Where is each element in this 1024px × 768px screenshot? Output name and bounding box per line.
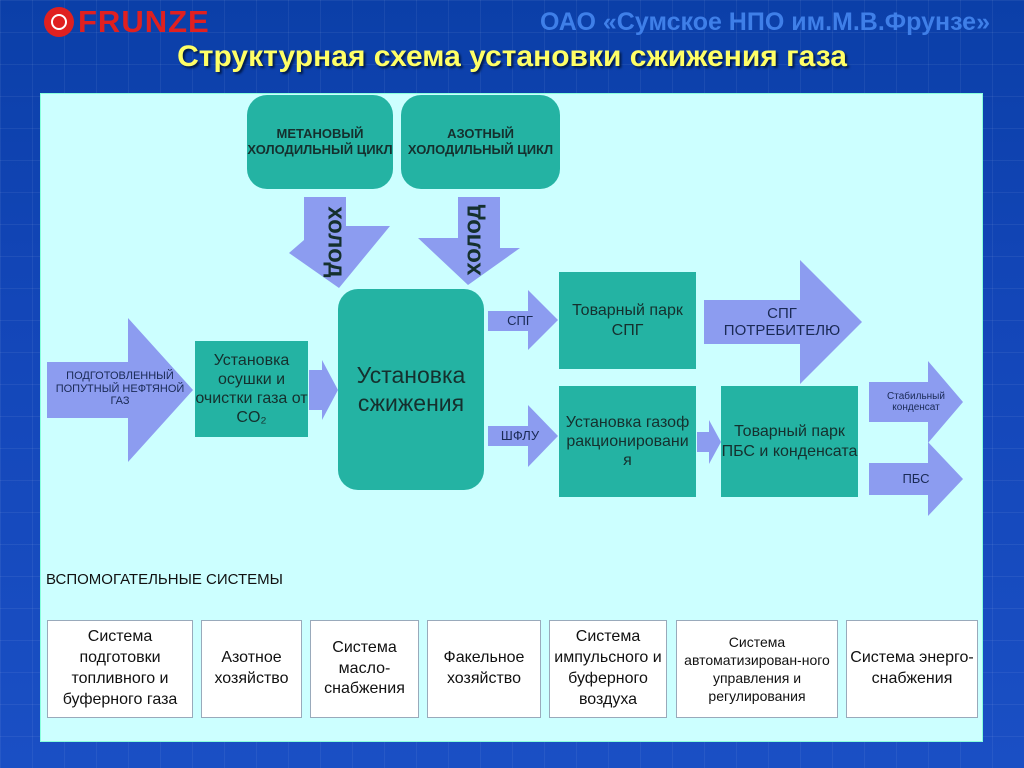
drying-to-liquefaction-arrow xyxy=(309,360,338,420)
spg-arrow-shape xyxy=(488,290,558,350)
logo-text: FRUNZE xyxy=(78,4,210,39)
consumer-arrow-shape xyxy=(704,260,862,384)
fractionation-to-park-arrow xyxy=(697,420,721,464)
aux-automation-system: Система автоматизирован-ного управления … xyxy=(676,620,838,718)
aux-systems-heading: ВСПОМОГАТЕЛЬНЫЕ СИСТЕМЫ xyxy=(46,571,283,588)
input-arrow-shape xyxy=(47,318,193,462)
shflu-arrow-label: ШФЛУ xyxy=(500,427,540,443)
fractionation-unit-box: Установка газофракционирования xyxy=(559,386,696,497)
nitrogen-cold-arrow xyxy=(418,197,520,285)
pbs-arrow-shape xyxy=(869,442,963,516)
pbs-arrow-label: ПБС xyxy=(902,470,930,486)
aux-oil-supply-system: Система масло-снабжения xyxy=(310,620,419,718)
stable-condensate-arrow-label: Стабильный конденсат xyxy=(887,390,945,414)
aux-fuel-gas-system: Система подготовки топливного и буферног… xyxy=(47,620,193,718)
frunze-logo: FRUNZE xyxy=(44,4,210,39)
frunze-logo-icon xyxy=(44,7,74,37)
input-arrow-label: ПОДГОТОВЛЕННЫЙ ПОПУТНЫЙ НЕФТЯНОЙ ГАЗ xyxy=(55,370,185,408)
methane-cold-label: холод xyxy=(322,206,350,278)
consumer-arrow-label: СПГ ПОТРЕБИТЕЛЮ xyxy=(723,304,841,339)
pbs-park-box: Товарный парк ПБС и конденсата xyxy=(721,386,858,497)
nitrogen-cycle-box: АЗОТНЫЙ ХОЛОДИЛЬНЫЙ ЦИКЛ xyxy=(401,95,560,189)
methane-cycle-box: МЕТАНОВЫЙ ХОЛОДИЛЬНЫЙ ЦИКЛ xyxy=(247,95,393,189)
aux-power-supply-system: Система энерго-снабжения xyxy=(846,620,978,718)
shflu-arrow-shape xyxy=(488,405,558,467)
nitrogen-cold-label: холод xyxy=(459,204,487,276)
methane-cold-arrow xyxy=(289,197,390,288)
slide-title: Структурная схема установки сжижения газ… xyxy=(177,40,847,73)
liquefaction-unit-box: Установка сжижения xyxy=(338,289,484,490)
drying-unit-box: Установка осушки и очистки газа от CO₂ xyxy=(195,341,308,437)
aux-nitrogen-facility: Азотное хозяйство xyxy=(201,620,302,718)
aux-flare-facility: Факельное хозяйство xyxy=(427,620,541,718)
aux-air-system: Система импульсного и буферного воздуха xyxy=(549,620,667,718)
spg-arrow-label: СПГ xyxy=(507,312,533,328)
stable-condensate-arrow-shape xyxy=(869,361,963,443)
lng-park-box: Товарный парк СПГ xyxy=(559,272,696,369)
organization-name: ОАО «Сумское НПО им.М.В.Фрунзе» xyxy=(539,8,990,36)
